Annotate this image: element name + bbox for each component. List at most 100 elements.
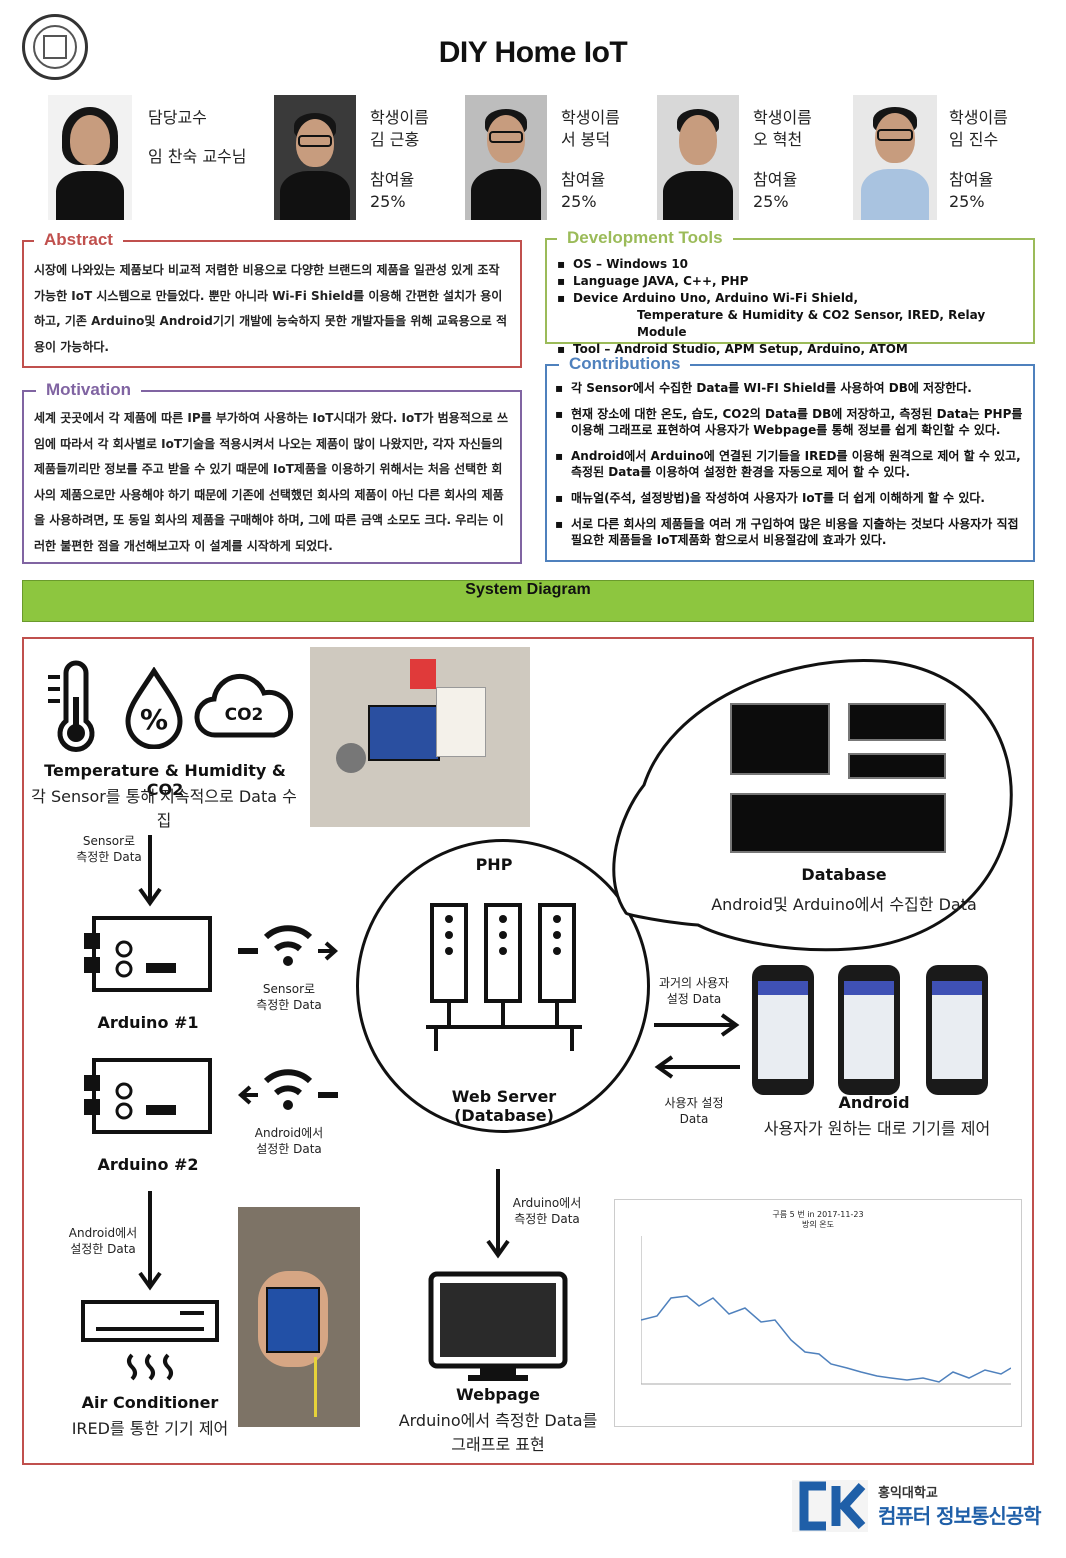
student-3-info: 학생이름 오 혁천 참여율 25% — [753, 107, 812, 213]
database-sub: Android및 Arduino에서 수집한 Data — [711, 895, 977, 914]
abstract-text: 시장에 나와있는 제품보다 비교적 저렴한 비용으로 다양한 브랜드의 제품을 … — [34, 263, 508, 354]
dev-tools-list: OS – Windows 10 Language JAVA, C++, PHP … — [557, 256, 1027, 358]
student-2-info: 학생이름 서 봉덕 참여율 25% — [561, 107, 620, 213]
ired-hardware-photo — [238, 1207, 360, 1427]
dev-tools-box: Development Tools OS – Windows 10 Langua… — [545, 228, 1035, 358]
graph-line — [641, 1236, 1011, 1385]
down-arrow-icon — [138, 1191, 162, 1291]
android-sub: 사용자가 원하는 대로 기기를 제어 — [763, 1119, 991, 1138]
student-4-info: 학생이름 임 진수 참여율 25% — [949, 107, 1008, 213]
db-table-1 — [730, 703, 830, 775]
arduino1-label: Arduino #1 — [97, 1013, 199, 1032]
arduino2-label: Arduino #2 — [97, 1155, 199, 1174]
arrow1-label-line: Sensor로 — [82, 834, 136, 848]
webpage-label: Webpage — [456, 1385, 540, 1404]
php-label: PHP — [475, 855, 513, 874]
dev-tools-item: Language JAVA, C++, PHP — [557, 273, 1027, 290]
wifi2-label: Android에서 설정한 Data — [242, 1125, 336, 1157]
student-4-share-label: 참여율 — [949, 170, 994, 189]
motivation-title: Motivation — [36, 380, 141, 400]
right-arrow-icon — [654, 1013, 740, 1037]
from-android-label-line: Data — [679, 1112, 709, 1126]
wifi2-label-line: 설정한 Data — [256, 1142, 322, 1156]
to-android-label-line: 설정 Data — [666, 992, 722, 1006]
sensors-label: Temperature & Humidity & CO2 — [44, 761, 286, 799]
abstract-title: Abstract — [34, 230, 123, 250]
student-2-share: 25% — [561, 192, 597, 211]
logo-department: 컴퓨터 정보통신공학 — [878, 1504, 1042, 1528]
student-4-share: 25% — [949, 192, 985, 211]
student-3-role: 학생이름 — [753, 108, 812, 127]
student-1-role: 학생이름 — [370, 108, 429, 127]
db-table-4 — [730, 793, 946, 853]
student-2-role: 학생이름 — [561, 108, 620, 127]
logo-university: 홍익대학교 — [878, 1486, 938, 1501]
student-photo-2 — [465, 95, 547, 220]
co2-cloud-icon — [194, 673, 294, 738]
ac-label: Air Conditioner — [81, 1393, 219, 1412]
professor-name: 임 찬숙 교수님 — [148, 147, 247, 166]
humidity-drop-icon — [125, 667, 183, 749]
student-2-name: 서 봉덕 — [561, 130, 611, 149]
student-1-name: 김 근홍 — [370, 130, 420, 149]
server-label-line: Web Server — [451, 1087, 557, 1106]
android-label: Android — [838, 1093, 910, 1112]
wifi-receive-icon — [238, 1069, 338, 1110]
arrow1-label-line: 측정한 Data — [76, 850, 142, 864]
arrow2-label-line: Android에서 — [68, 1226, 138, 1240]
dev-tools-item: OS – Windows 10 — [557, 256, 1027, 273]
to-web-label-line: 측정한 Data — [514, 1212, 580, 1226]
student-3-name: 오 혁천 — [753, 130, 803, 149]
student-1-info: 학생이름 김 근홍 참여율 25% — [370, 107, 429, 213]
from-android-label-line: 사용자 설정 — [664, 1096, 724, 1110]
contribution-item: 현재 장소에 대한 온도, 습도, CO2의 Data를 DB에 저장하고, 측… — [555, 406, 1027, 438]
percent-glyph: % — [139, 703, 169, 736]
motivation-box: Motivation 세계 곳곳에서 각 제품에 따른 IP를 부가하여 사용하… — [22, 380, 522, 564]
student-photo-4 — [853, 95, 937, 220]
student-3-share: 25% — [753, 192, 789, 211]
co2-glyph: CO2 — [224, 705, 264, 725]
dev-tools-device-cont: Temperature & Humidity & CO2 Sensor, IRE… — [637, 308, 986, 339]
wifi1-label-line: Sensor로 — [262, 982, 316, 996]
contribution-item: 각 Sensor에서 수집한 Data를 WI-FI Shield를 사용하여 … — [555, 380, 1027, 396]
wifi1-label-line: 측정한 Data — [256, 998, 322, 1012]
student-2-share-label: 참여율 — [561, 170, 606, 189]
system-diagram: % CO2 Temperature & Humidity & CO2 각 Sen… — [22, 637, 1034, 1465]
contributions-box: Contributions 각 Sensor에서 수집한 Data를 WI-FI… — [545, 354, 1035, 562]
graph-title-line: 구름 5 번 in 2017-11-23 — [772, 1210, 864, 1219]
android-screen-1 — [752, 965, 814, 1095]
student-1-share-label: 참여율 — [370, 170, 415, 189]
to-android-label-line: 과거의 사용자 — [658, 976, 730, 990]
to-android-label: 과거의 사용자 설정 Data — [644, 975, 744, 1007]
student-4-name: 임 진수 — [949, 130, 999, 149]
dev-tools-title: Development Tools — [557, 228, 733, 248]
arrow1-label: Sensor로 측정한 Data — [64, 833, 154, 865]
student-photo-3 — [657, 95, 739, 220]
from-android-label: 사용자 설정 Data — [644, 1095, 744, 1127]
dev-tools-item: Device Arduino Uno, Arduino Wi-Fi Shield… — [557, 290, 1027, 307]
to-web-label-line: Arduino에서 — [512, 1196, 582, 1210]
abstract-box: Abstract 시장에 나와있는 제품보다 비교적 저렴한 비용으로 다양한 … — [22, 230, 522, 368]
contributions-title: Contributions — [559, 354, 691, 374]
server-label-line: (Database) — [454, 1106, 554, 1125]
left-arrow-icon — [654, 1055, 740, 1079]
server-rack-icon — [426, 903, 582, 1051]
server-label: Web Server (Database) — [424, 1087, 584, 1125]
android-screen-2 — [838, 965, 900, 1095]
contribution-item: 매뉴얼(주석, 설정방법)을 작성하여 사용자가 IoT를 더 쉽게 이해하게 … — [555, 490, 1027, 506]
down-arrow-icon — [486, 1169, 510, 1259]
webpage-sub-line: Arduino에서 측정한 Data를 — [398, 1411, 598, 1430]
to-web-label: Arduino에서 측정한 Data — [502, 1195, 592, 1227]
arrow2-label: Android에서 설정한 Data — [58, 1225, 148, 1257]
page-title: DIY Home IoT — [438, 36, 628, 69]
student-1-share: 25% — [370, 192, 406, 211]
sensor-hardware-photo — [310, 647, 530, 827]
wifi1-label: Sensor로 측정한 Data — [242, 981, 336, 1013]
sensors-sub: 각 Sensor를 통해 지속적으로 Data 수집 — [31, 787, 297, 830]
professor-role: 담당교수 — [148, 108, 207, 127]
arduino-board-icon — [84, 916, 212, 992]
system-diagram-header: System Diagram — [22, 580, 1034, 622]
motivation-text: 세계 곳곳에서 각 제품에 따른 IP를 부가하여 사용하는 IoT시대가 왔다… — [34, 411, 509, 553]
thermometer-icon — [48, 660, 95, 752]
student-photo-1 — [274, 95, 356, 220]
